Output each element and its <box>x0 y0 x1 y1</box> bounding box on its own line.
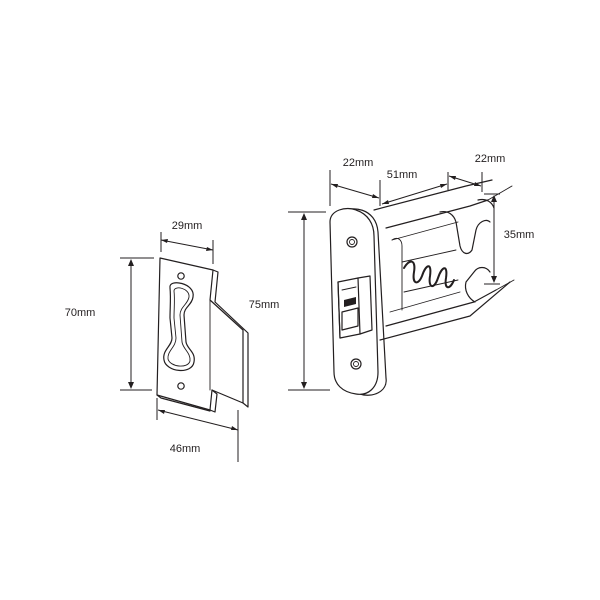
spring <box>401 249 459 293</box>
label-22mm-face: 22mm <box>343 157 374 169</box>
dim-face-width: 22mm <box>329 157 381 206</box>
label-46mm: 46mm <box>170 443 201 455</box>
label-29mm: 29mm <box>172 220 203 232</box>
dim-strike-total-width: 46mm <box>156 398 239 462</box>
face-plate <box>329 207 387 396</box>
label-70mm: 70mm <box>65 307 96 319</box>
label-75mm: 75mm <box>249 299 280 311</box>
label-22mm-body: 22mm <box>475 153 506 165</box>
latch-body <box>373 179 515 341</box>
dim-body-height: 35mm <box>484 193 535 285</box>
label-51mm: 51mm <box>387 169 418 181</box>
dim-strike-height: 70mm <box>65 257 154 391</box>
dim-strike-width: 29mm <box>160 220 214 264</box>
dim-body-length: 51mm <box>381 169 449 205</box>
strike-plate <box>156 257 249 413</box>
dim-body-depth: 22mm <box>448 153 506 192</box>
dim-face-height: 75mm <box>249 211 330 391</box>
label-35mm: 35mm <box>504 229 535 241</box>
latch-bolt <box>337 275 373 339</box>
